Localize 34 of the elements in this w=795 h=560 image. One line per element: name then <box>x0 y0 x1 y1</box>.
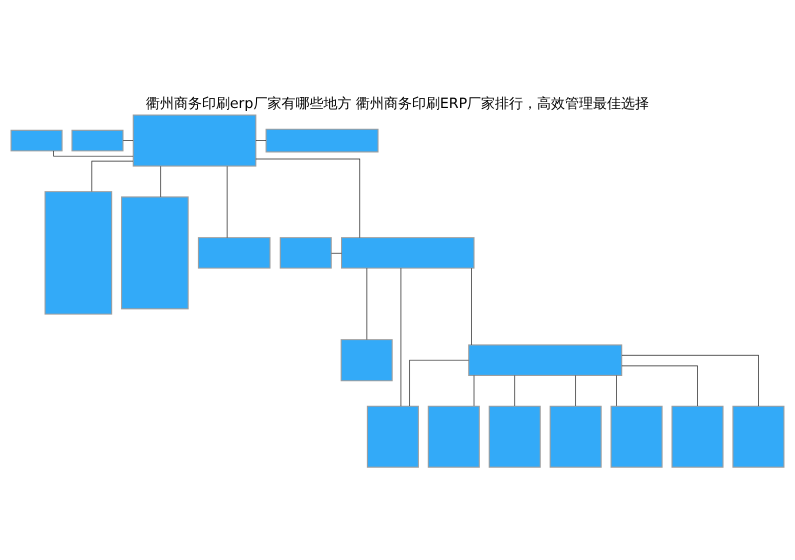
connector <box>160 166 162 197</box>
connector <box>514 374 516 406</box>
node-box <box>428 405 480 468</box>
node-box <box>132 114 256 166</box>
connector <box>621 365 698 406</box>
node-box <box>340 338 393 381</box>
node-box <box>488 405 541 468</box>
node-box <box>610 405 663 468</box>
diagram-title: 衢州商务印刷erp厂家有哪些地方 衢州商务印刷ERP厂家排行，高效管理最佳选择 <box>146 96 650 112</box>
node-box <box>121 196 189 309</box>
node-box <box>280 236 332 268</box>
connector <box>226 166 228 238</box>
connector <box>471 267 472 345</box>
connector <box>366 267 368 340</box>
node-box <box>732 405 784 468</box>
node-box <box>468 344 622 376</box>
node-box <box>366 405 419 468</box>
node-box <box>550 405 602 468</box>
connector <box>400 267 402 406</box>
node-box <box>44 190 112 314</box>
connector <box>255 158 360 238</box>
connector <box>91 160 134 192</box>
node-box <box>341 236 475 268</box>
connector <box>622 354 759 406</box>
node-box <box>266 128 379 152</box>
connector <box>331 252 342 254</box>
node-box <box>71 129 124 151</box>
connector <box>53 150 134 156</box>
connector <box>409 359 469 406</box>
node-box <box>671 405 724 468</box>
connector <box>616 374 617 406</box>
connector <box>575 374 576 406</box>
node-box <box>198 236 271 268</box>
node-box <box>10 129 63 151</box>
